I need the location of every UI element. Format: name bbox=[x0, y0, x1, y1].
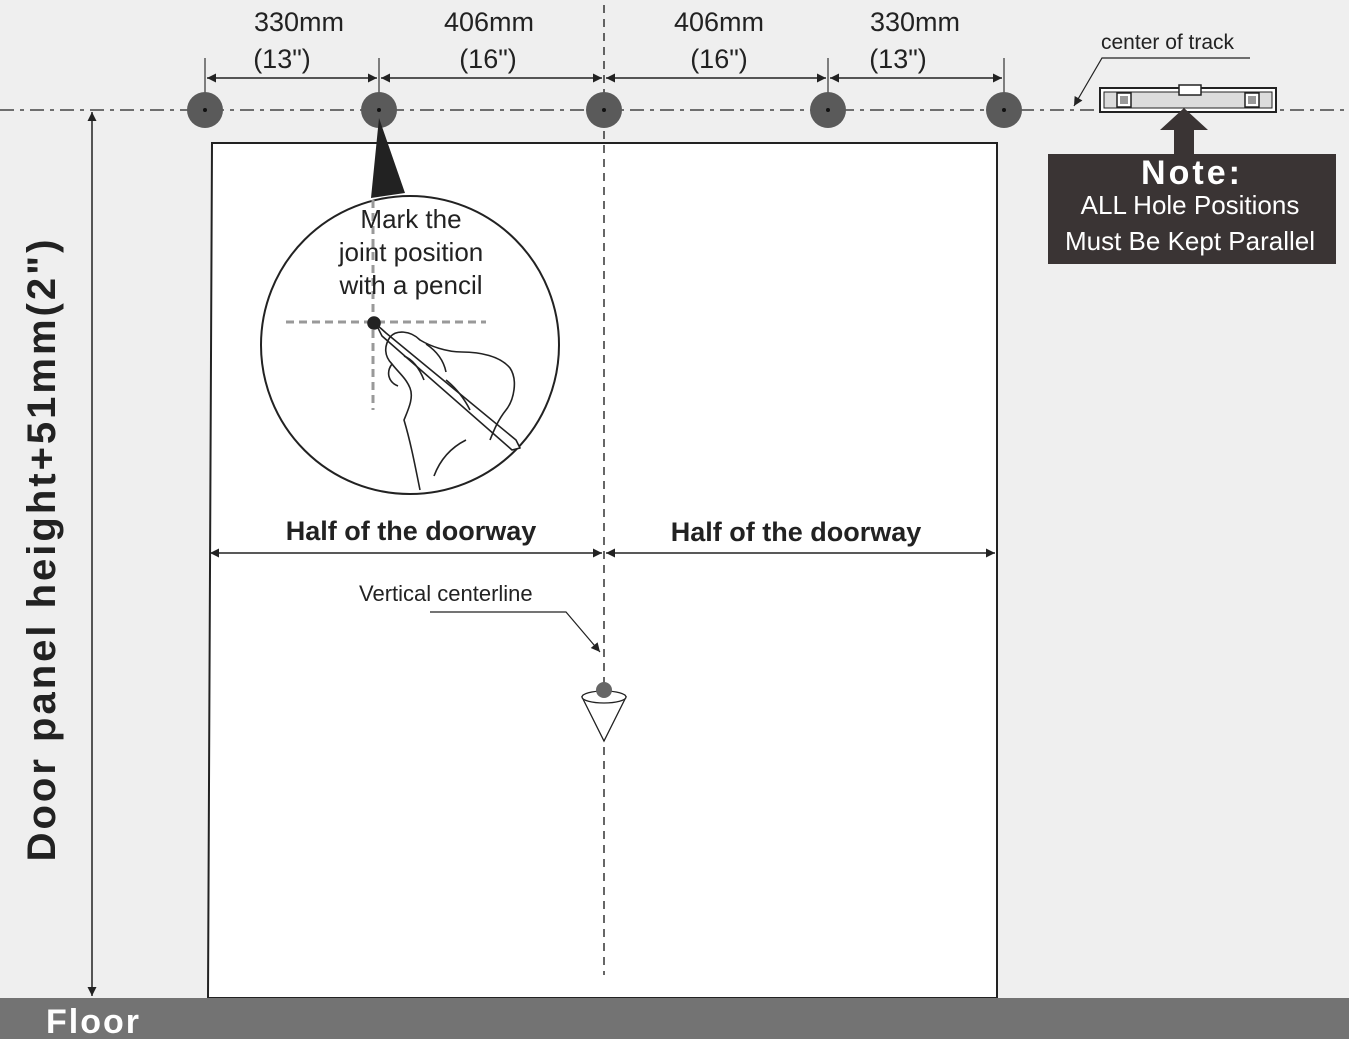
spacing-3-inch: (16") bbox=[690, 44, 748, 74]
dimension-extension-lines bbox=[204, 58, 1005, 96]
callout-text-line3: with a pencil bbox=[338, 270, 482, 300]
half-doorway-left-label: Half of the doorway bbox=[286, 516, 537, 546]
half-doorway-right-label: Half of the doorway bbox=[671, 517, 922, 547]
hole-marker-5 bbox=[986, 92, 1022, 128]
spacing-3-mm: 406mm bbox=[674, 7, 764, 37]
spacing-2-inch: (16") bbox=[459, 44, 517, 74]
callout-text-line1: Mark the bbox=[360, 204, 461, 234]
floor-label: Floor bbox=[46, 1003, 141, 1039]
spirit-level-icon bbox=[1099, 84, 1277, 113]
hole-marker-1 bbox=[187, 92, 223, 128]
hole-marker-4 bbox=[810, 92, 846, 128]
centerline-label: Vertical centerline bbox=[359, 581, 533, 606]
spacing-4-mm: 330mm bbox=[870, 7, 960, 37]
note-line2: Must Be Kept Parallel bbox=[1065, 226, 1315, 256]
spacing-4-inch: (13") bbox=[869, 44, 927, 74]
floor-strip bbox=[0, 998, 1349, 1039]
track-leader bbox=[1073, 57, 1250, 107]
callout-pointer bbox=[371, 118, 405, 198]
spacing-1-inch: (13") bbox=[253, 44, 311, 74]
centerline-leader bbox=[430, 611, 601, 653]
plumb-bob-icon bbox=[580, 682, 628, 743]
spacing-2-mm: 406mm bbox=[444, 7, 534, 37]
note-title: Note: bbox=[1141, 154, 1243, 192]
hole-marker-3 bbox=[586, 92, 622, 128]
hole-marker-2 bbox=[361, 92, 397, 128]
note-box bbox=[1048, 154, 1336, 264]
hand-pencil-icon bbox=[367, 316, 521, 491]
spacing-1-mm: 330mm bbox=[254, 7, 344, 37]
callout-text-line2: joint position bbox=[338, 237, 484, 267]
note-line1: ALL Hole Positions bbox=[1081, 190, 1300, 220]
height-dimension-label: Door panel height+51mm(2") bbox=[20, 237, 64, 862]
note-arrow-icon bbox=[1160, 108, 1208, 155]
track-label: center of track bbox=[1101, 31, 1235, 54]
